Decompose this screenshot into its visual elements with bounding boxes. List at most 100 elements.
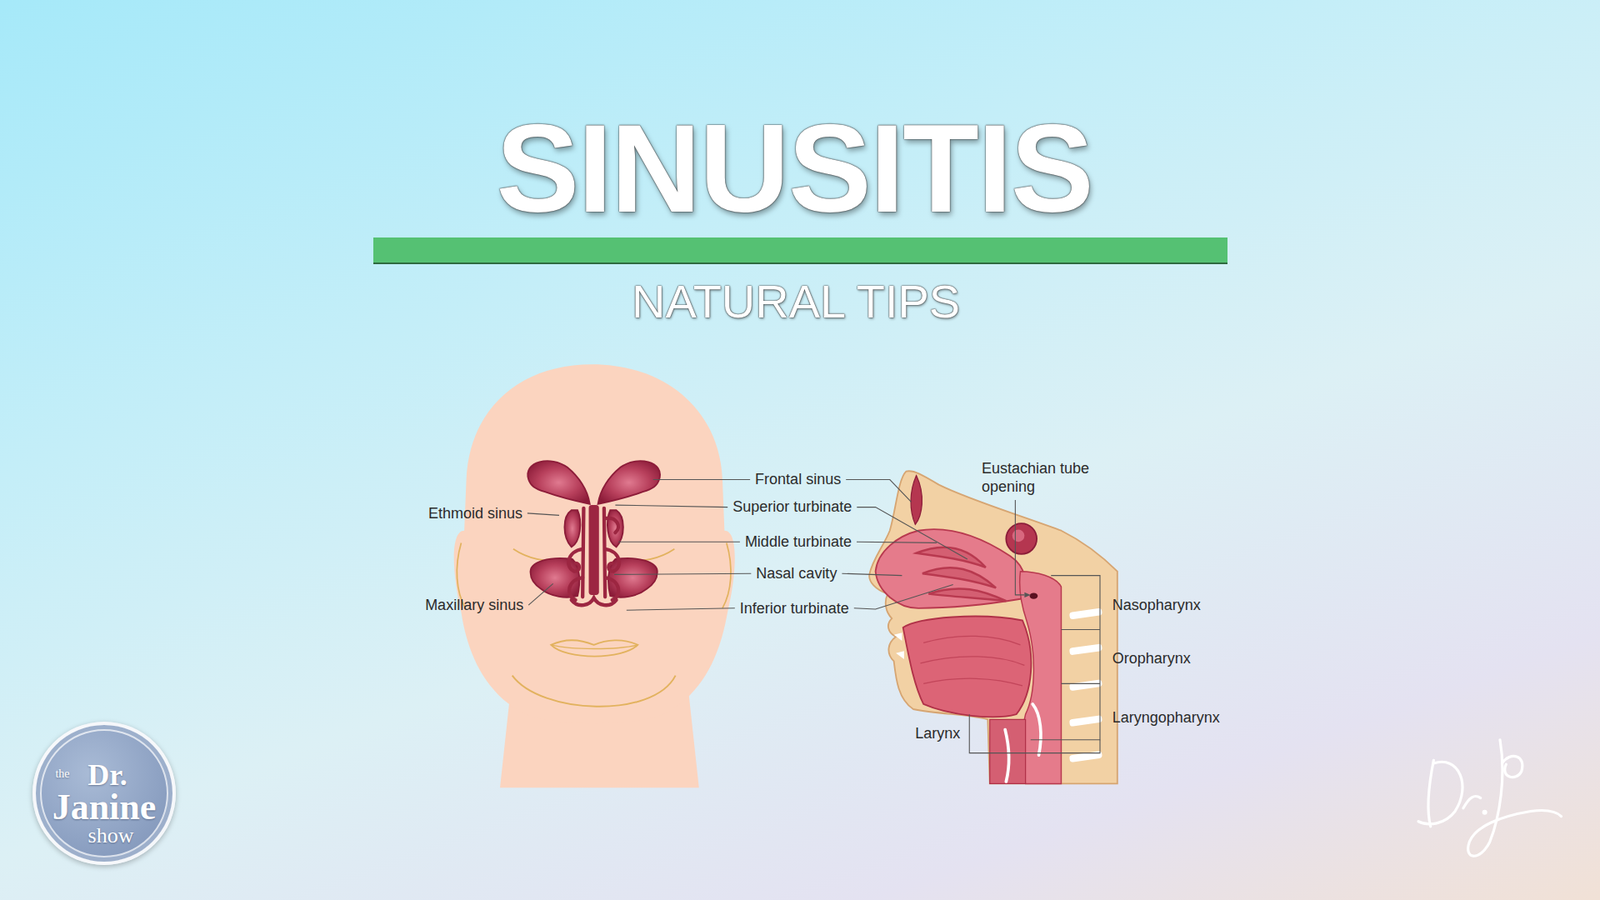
- part-label: Superior turbinate: [732, 497, 852, 517]
- leader-line: [614, 573, 751, 575]
- face-illustration: [568, 508, 620, 605]
- part-label: Inferior turbinate: [740, 599, 850, 619]
- face-illustration: [512, 675, 676, 707]
- leader-lines: [1015, 500, 1025, 595]
- face-illustration: [608, 558, 658, 598]
- title-wrap: SINUSITIS: [495, 105, 1092, 231]
- logo-text: Janine: [35, 790, 173, 825]
- part-label-wrap: Nasopharynx: [1112, 595, 1201, 615]
- face-illustration: [598, 460, 660, 505]
- signature: [1501, 755, 1522, 777]
- leader-line: [527, 513, 560, 516]
- face-illustration: [454, 364, 735, 788]
- signature: [1428, 760, 1434, 827]
- sagittal-illustration: [1069, 608, 1103, 763]
- part-label: Laryngopharynx: [1112, 708, 1220, 728]
- part-label-wrap: Eustachian tube opening: [981, 459, 1100, 497]
- face-illustration: [550, 640, 638, 656]
- sagittal-illustration: [922, 567, 996, 588]
- leader-lines: [969, 500, 1100, 754]
- part-label-wrap: Laryngopharynx: [1112, 708, 1220, 728]
- part-label: Nasopharynx: [1112, 595, 1201, 615]
- sagittal-illustration: [928, 588, 1006, 601]
- part-label: Middle turbinate: [745, 532, 852, 552]
- face-illustration: [571, 598, 617, 606]
- sagittal-illustration: [1069, 679, 1103, 691]
- sagittal-illustration: [895, 650, 905, 660]
- logo-text: Dr.: [39, 760, 176, 790]
- face-illustration: [604, 508, 605, 598]
- sagittal-illustration: [1005, 704, 1041, 782]
- sagittal-illustration: [1005, 523, 1037, 555]
- part-label-wrap: Middle turbinate: [745, 532, 852, 552]
- sagittal-illustration: [1069, 715, 1103, 727]
- leader-line: [626, 608, 735, 610]
- leader-lines: [1060, 683, 1100, 685]
- part-label-wrap: Inferior turbinate: [740, 599, 850, 619]
- part-label-wrap: Nasal cavity: [755, 564, 837, 584]
- signature: [1468, 740, 1562, 856]
- face-illustration: [605, 549, 620, 572]
- part-label-wrap: Frontal sinus: [755, 470, 841, 490]
- face-illustration: [550, 645, 638, 650]
- title: SINUSITIS: [495, 105, 1092, 231]
- part-label: Nasal cavity: [755, 564, 837, 584]
- face-illustration: [569, 577, 583, 600]
- sagittal-illustration: [920, 635, 1025, 685]
- leader-line: [845, 480, 911, 503]
- part-label-wrap: Larynx: [915, 724, 960, 744]
- sagittal-illustration: [990, 719, 1026, 784]
- leader-lines: [1030, 575, 1100, 740]
- sagittal-illustration: [869, 470, 1118, 784]
- logo-text: show: [42, 825, 180, 847]
- face-illustration: [564, 510, 580, 547]
- sagittal-illustration: [923, 678, 1023, 686]
- part-label: Maxillary sinus: [425, 595, 524, 615]
- part-label: Oropharynx: [1112, 649, 1191, 669]
- subtitle: NATURAL TIPS: [631, 278, 960, 325]
- sagittal-illustration: [1032, 704, 1041, 755]
- sagittal-illustration: [1069, 643, 1103, 655]
- leader-line: [856, 507, 968, 560]
- face-illustration: [722, 542, 731, 608]
- face-illustration: [454, 364, 735, 724]
- part-label: Larynx: [915, 724, 960, 744]
- face-illustration: [582, 508, 584, 598]
- sagittal-illustration: [1030, 592, 1039, 599]
- leader-line: [653, 479, 750, 480]
- logo-circle: theDr.Janineshow: [32, 721, 176, 865]
- face-illustration: [605, 518, 619, 533]
- part-label: Ethmoid sinus: [428, 504, 523, 524]
- part-label: Eustachian tube opening: [981, 459, 1100, 497]
- sagittal-illustration: [910, 475, 922, 525]
- green-bar: [373, 237, 1228, 265]
- face-illustration: [605, 577, 619, 600]
- subtitle-wrap: NATURAL TIPS: [631, 278, 960, 325]
- part-label: Frontal sinus: [755, 470, 841, 490]
- part-label-wrap: Maxillary sinus: [425, 595, 524, 615]
- sagittal-illustration: [903, 616, 1032, 718]
- leader-lines: [969, 714, 1100, 754]
- leader-line: [615, 505, 728, 508]
- part-label-wrap: Oropharynx: [1112, 649, 1191, 669]
- part-label-wrap: Ethmoid sinus: [428, 504, 523, 524]
- sagittal-illustration: [1069, 750, 1103, 763]
- signature-dot: [1482, 810, 1488, 815]
- sagittal-illustration: [923, 635, 1020, 645]
- face-illustration: [530, 558, 580, 598]
- sagittal-illustration: [869, 470, 1118, 784]
- part-label-wrap: Superior turbinate: [732, 497, 852, 517]
- face-illustration: [568, 549, 583, 572]
- sagittal-illustration: [1069, 608, 1103, 620]
- leader-line: [618, 541, 740, 543]
- leader-lines: [1060, 629, 1100, 630]
- signature: [1463, 795, 1481, 808]
- sagittal-illustration: [894, 632, 903, 641]
- leader-line: [528, 583, 554, 605]
- sagittal-illustration: [1005, 730, 1010, 782]
- face-illustration: [589, 505, 600, 595]
- leader-line: [841, 573, 902, 575]
- leader-line: [856, 541, 937, 543]
- sagittal-illustration: [1012, 530, 1025, 543]
- signature: [1418, 761, 1463, 824]
